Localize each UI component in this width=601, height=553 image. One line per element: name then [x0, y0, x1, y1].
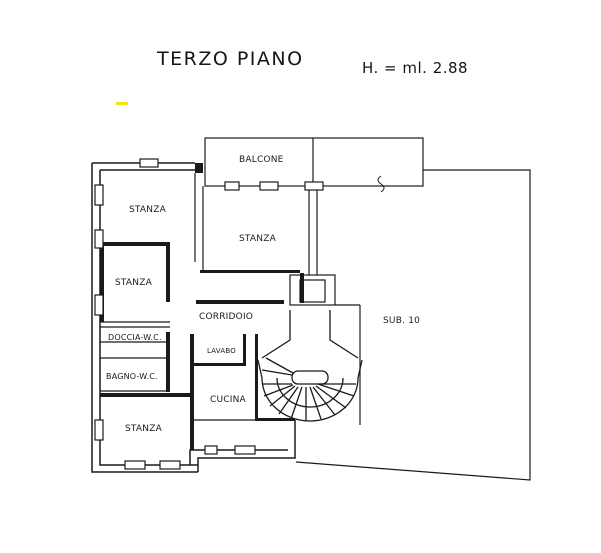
room-label-bagno-wc: BAGNO-W.C.	[106, 372, 158, 381]
ceiling-height-note: H. = ml. 2.88	[362, 59, 469, 77]
room-label-doccia-wc: DOCCIA-W.C.	[108, 333, 162, 342]
thin-walls	[100, 173, 361, 425]
thick-walls	[100, 163, 304, 450]
spiral-staircase	[257, 310, 363, 422]
room-label-cucina: CUCINA	[210, 395, 246, 405]
sub10-outline	[295, 169, 531, 481]
room-label-stanza-top-center: STANZA	[239, 234, 276, 244]
room-label-balcone: BALCONE	[239, 155, 284, 165]
floor-title: TERZO PIANO	[157, 48, 304, 70]
room-label-stanza-top-left: STANZA	[129, 205, 166, 215]
balcony-outline	[204, 137, 424, 187]
room-label-sub-10: SUB. 10	[383, 316, 421, 326]
room-label-stanza-middle-left: STANZA	[115, 278, 152, 288]
openings	[94, 158, 324, 470]
room-label-stanza-bottom-left: STANZA	[125, 424, 162, 434]
highlight-marker	[116, 102, 128, 105]
room-label-corridoio: CORRIDOIO	[199, 312, 254, 322]
room-label-lavabo: LAVABO	[207, 347, 236, 355]
